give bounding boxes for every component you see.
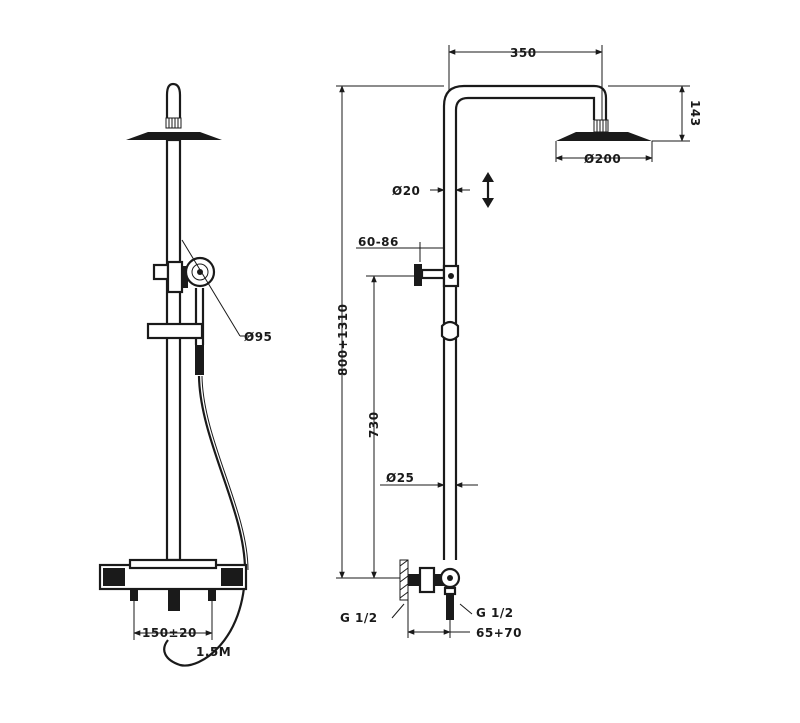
rail-diameter-label: Ø20 bbox=[392, 184, 420, 198]
arm-reach-label: 350 bbox=[510, 46, 537, 60]
front-hose bbox=[163, 375, 247, 667]
pipe-diameter-label: Ø25 bbox=[386, 471, 414, 485]
bracket-range-label: 60-86 bbox=[358, 235, 399, 249]
slider-height-label: 730 bbox=[367, 411, 381, 438]
handshower-diameter-label: Ø95 bbox=[244, 330, 272, 344]
hose-length-label: 1.5M bbox=[196, 645, 231, 659]
side-main-riser bbox=[442, 84, 608, 560]
front-view: Ø95 1.5M 150±20 bbox=[98, 82, 272, 667]
front-handshower bbox=[184, 256, 216, 375]
front-slider bbox=[152, 260, 188, 294]
slide-direction-icon bbox=[482, 172, 494, 208]
wall-offset-label: 65+70 bbox=[476, 626, 522, 640]
inlet-spacing-label: 150±20 bbox=[142, 626, 197, 640]
front-valve-body bbox=[98, 558, 248, 611]
front-main-rail bbox=[165, 138, 182, 562]
inlet-left-label: G 1/2 bbox=[340, 611, 378, 625]
total-height-label: 800+1310 bbox=[336, 303, 350, 376]
front-soap-dish bbox=[146, 322, 204, 340]
side-valve bbox=[399, 559, 461, 620]
inlet-right-label: G 1/2 bbox=[476, 606, 514, 620]
head-height-label: 143 bbox=[688, 100, 702, 127]
front-rail-top bbox=[165, 82, 182, 120]
side-slider-bracket bbox=[414, 264, 460, 288]
side-handshower-holder bbox=[440, 320, 460, 342]
front-overhead-shower bbox=[126, 117, 222, 140]
side-view: 350 143 Ø200 Ø20 60-86 bbox=[336, 45, 702, 640]
side-overhead-shower bbox=[556, 119, 652, 141]
head-diameter-label: Ø200 bbox=[584, 152, 621, 166]
